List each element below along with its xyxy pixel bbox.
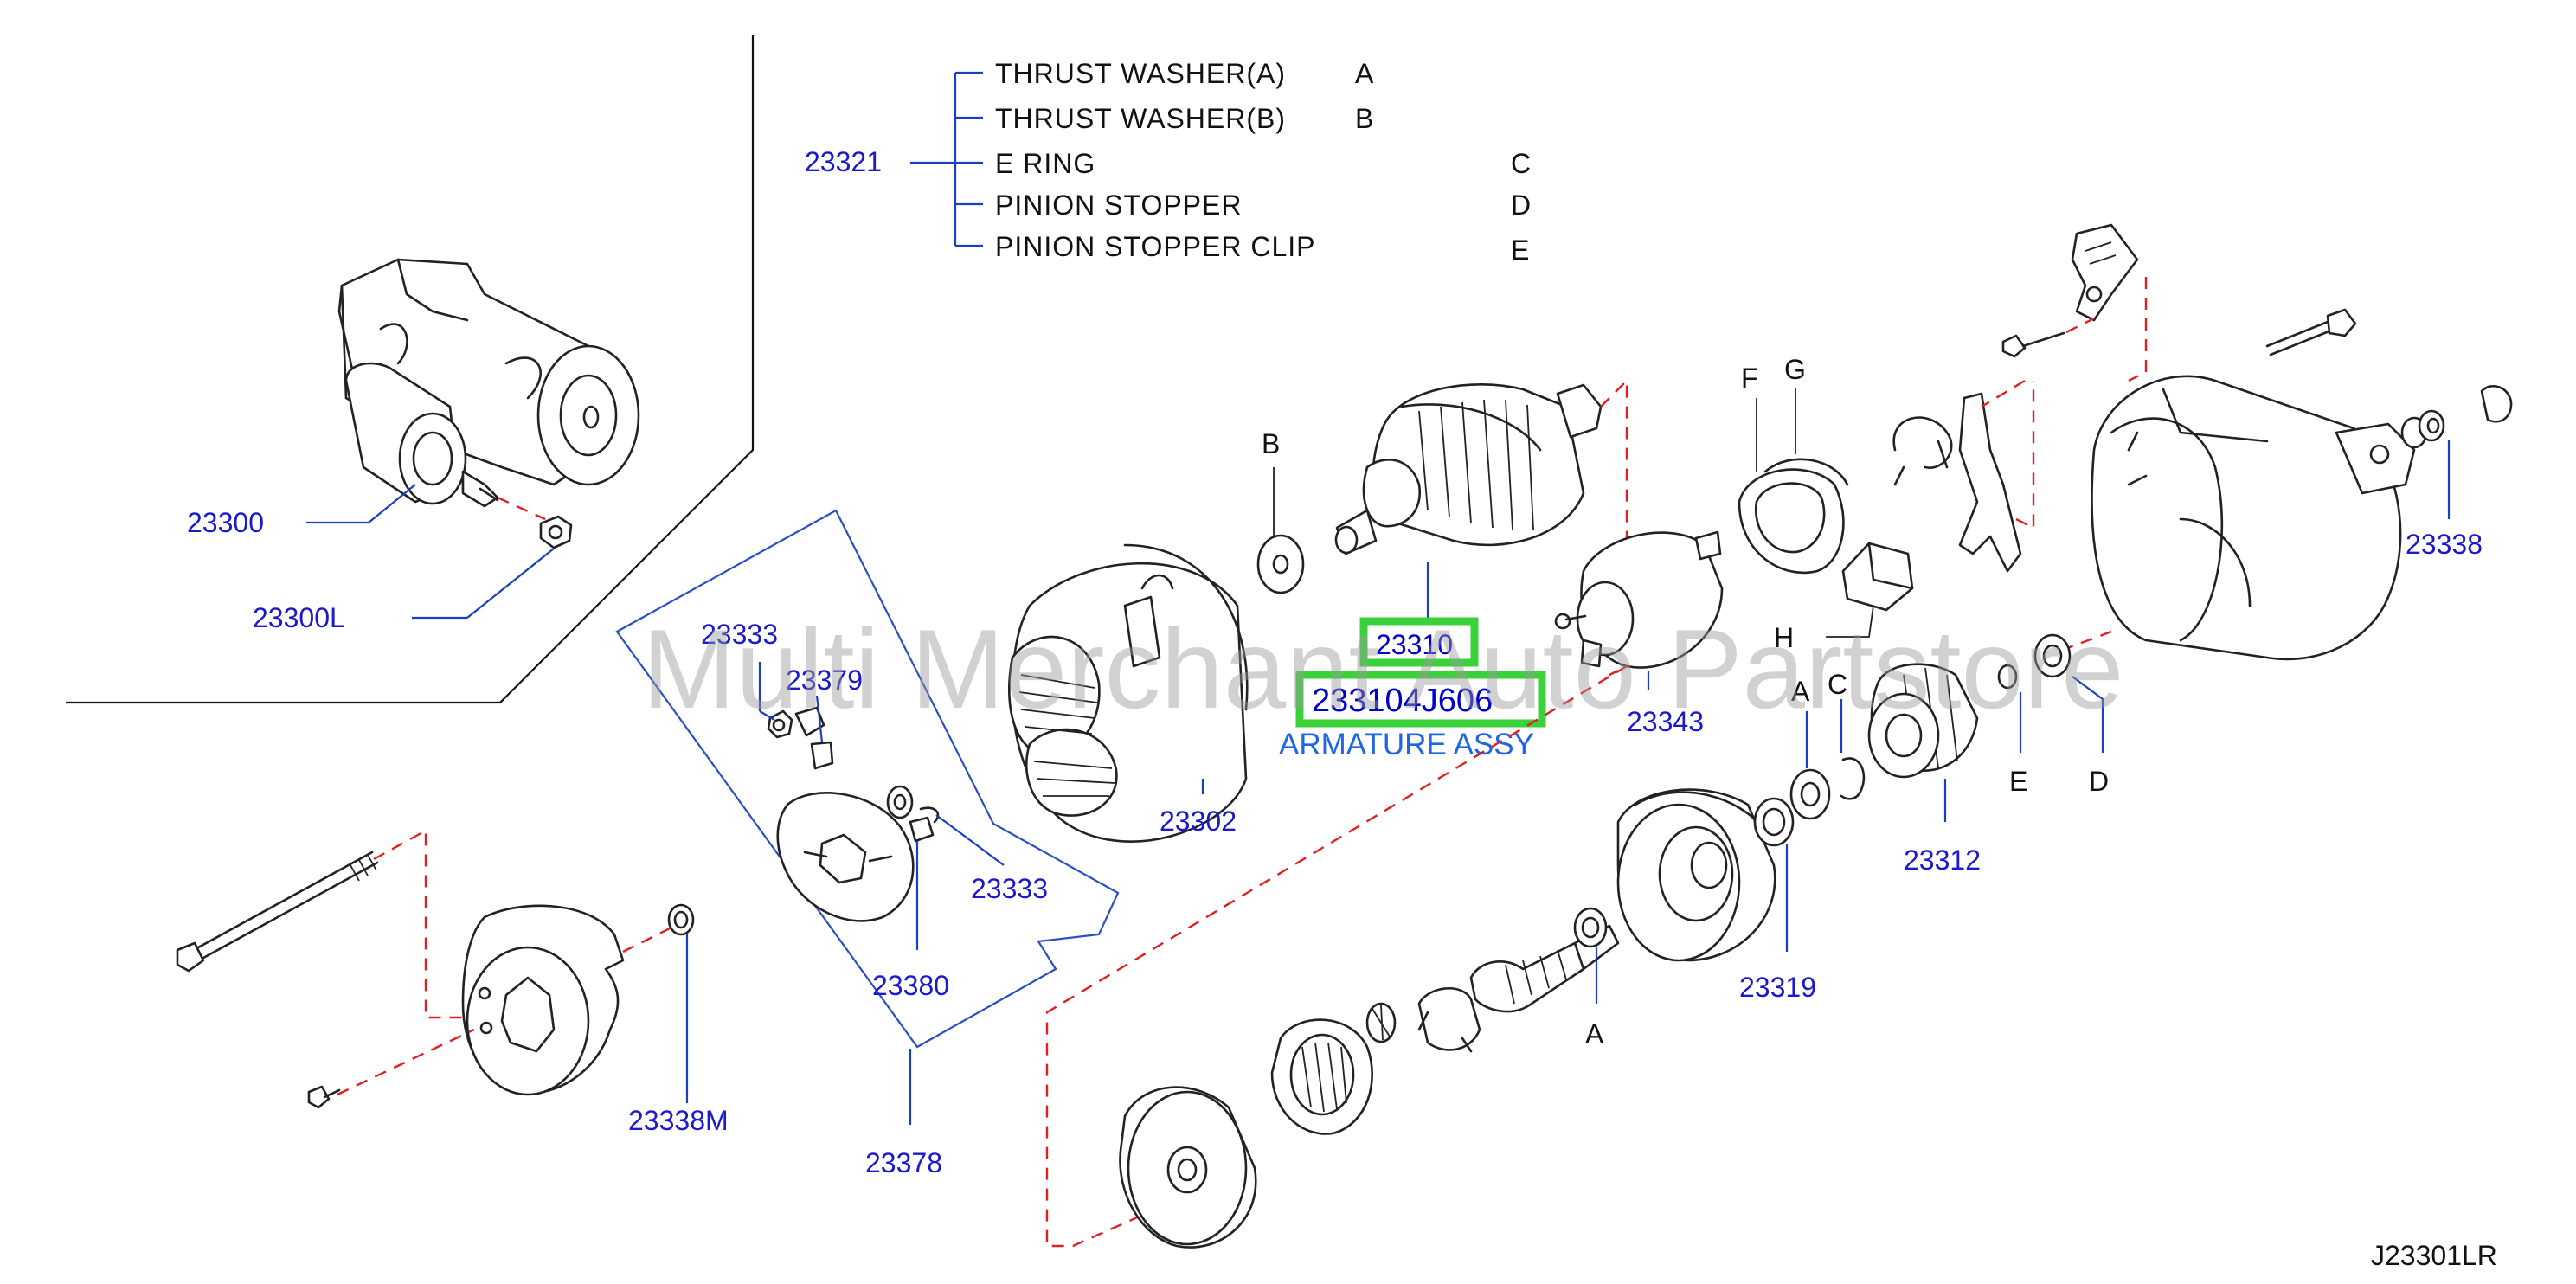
brush-holder-parts: [767, 706, 940, 922]
legend-item-key: D: [1511, 189, 1532, 221]
key-letter-F: F: [1741, 363, 1758, 394]
bracket-bolt: [2001, 331, 2065, 358]
key-letter-A-lower: A: [1585, 1018, 1604, 1050]
thrust-washer-a-lower: [1573, 907, 1608, 948]
dust-cover-h: [1841, 542, 1914, 612]
legend-item-key: B: [1355, 103, 1374, 134]
legend-item-name: PINION STOPPER: [995, 189, 1242, 221]
mounting-bracket: [2071, 223, 2139, 322]
assembly-guide-line: [1045, 664, 1628, 1248]
diagram-code: J23301LR: [2371, 1240, 2497, 1271]
gear-case-housing: [2091, 375, 2416, 661]
screw: [307, 1085, 341, 1109]
part-number-23302[interactable]: 23302: [1160, 806, 1237, 837]
yoke-field-coil: [1007, 543, 1249, 843]
key-letter-H: H: [1774, 622, 1794, 653]
part-number-23378[interactable]: 23378: [865, 1147, 942, 1178]
nut-23300L: [539, 515, 573, 549]
part-number-23300L[interactable]: 23300L: [253, 602, 345, 633]
part-number-23300[interactable]: 23300: [187, 507, 264, 538]
key-letter-G: G: [1784, 354, 1806, 385]
highlight-box-23310: [1359, 617, 1479, 667]
rear-cover: [461, 904, 625, 1096]
thrust-washer-b: [1256, 534, 1305, 594]
part-number-23379[interactable]: 23379: [786, 664, 863, 696]
through-bolt: [176, 851, 379, 973]
bushing-23338: [2400, 385, 2513, 449]
part-number-23312[interactable]: 23312: [1904, 844, 1981, 876]
key-letter-A-upper: A: [1791, 676, 1810, 707]
part-number-23338M[interactable]: 23338M: [628, 1105, 729, 1136]
legend-item-key: C: [1511, 148, 1532, 179]
shift-lever: [1892, 392, 2022, 573]
key-letter-C: C: [1828, 669, 1847, 700]
armature: [1334, 383, 1603, 555]
highlight-box-armature-part: [1295, 671, 1546, 728]
thrust-washer-a-and-e-ring: [1789, 757, 1866, 820]
legend-item-name: E RING: [995, 148, 1095, 179]
magnetic-switch: [1554, 530, 1724, 669]
starter-assembly-drawing: [337, 258, 640, 508]
kit-legend: 23321 THRUST WASHER(A) A THRUST WASHER(B…: [805, 58, 1532, 266]
pinion-gear: [1867, 663, 1979, 779]
roller-bearing: [1270, 1002, 1397, 1135]
legend-item-key: A: [1355, 58, 1374, 89]
legend-item-key: E: [1511, 234, 1530, 266]
housing-bolt: [2265, 308, 2357, 356]
assembly-inset-frame: [66, 35, 755, 704]
part-number-23319[interactable]: 23319: [1739, 972, 1816, 1003]
front-end-frame: [1119, 1086, 1257, 1249]
part-description: ARMATURE ASSY: [1279, 728, 1534, 761]
key-letter-B: B: [1262, 428, 1280, 459]
ring-23319: [1753, 797, 1795, 847]
kit-number-label[interactable]: 23321: [805, 146, 882, 177]
key-letter-D: D: [2089, 766, 2109, 797]
part-number-23310[interactable]: 23310: [1376, 629, 1453, 660]
legend-item-name: THRUST WASHER(A): [995, 58, 1286, 89]
part-number-23333-upper[interactable]: 23333: [701, 619, 778, 650]
key-letter-E: E: [2009, 766, 2027, 797]
clip-and-stopper: [1997, 633, 2072, 690]
legend-item-name: PINION STOPPER CLIP: [995, 231, 1316, 262]
part-number-23333-lower[interactable]: 23333: [971, 873, 1048, 904]
watermark: Multi Merchant Auto Partstore: [642, 606, 2123, 732]
pinion-shaft: [1417, 924, 1620, 1053]
internal-gear-case: [1616, 788, 1776, 962]
brush-holder-kit-outline: [615, 509, 1120, 1049]
part-number-23338[interactable]: 23338: [2406, 529, 2483, 560]
rings-f-g: [1738, 458, 1849, 575]
legend-item-name: THRUST WASHER(B): [995, 103, 1286, 134]
part-number-23343[interactable]: 23343: [1627, 706, 1704, 737]
highlighted-part-number[interactable]: 233104J606: [1312, 683, 1493, 719]
bushing-23338M: [667, 903, 695, 936]
part-number-23380[interactable]: 23380: [872, 970, 949, 1001]
